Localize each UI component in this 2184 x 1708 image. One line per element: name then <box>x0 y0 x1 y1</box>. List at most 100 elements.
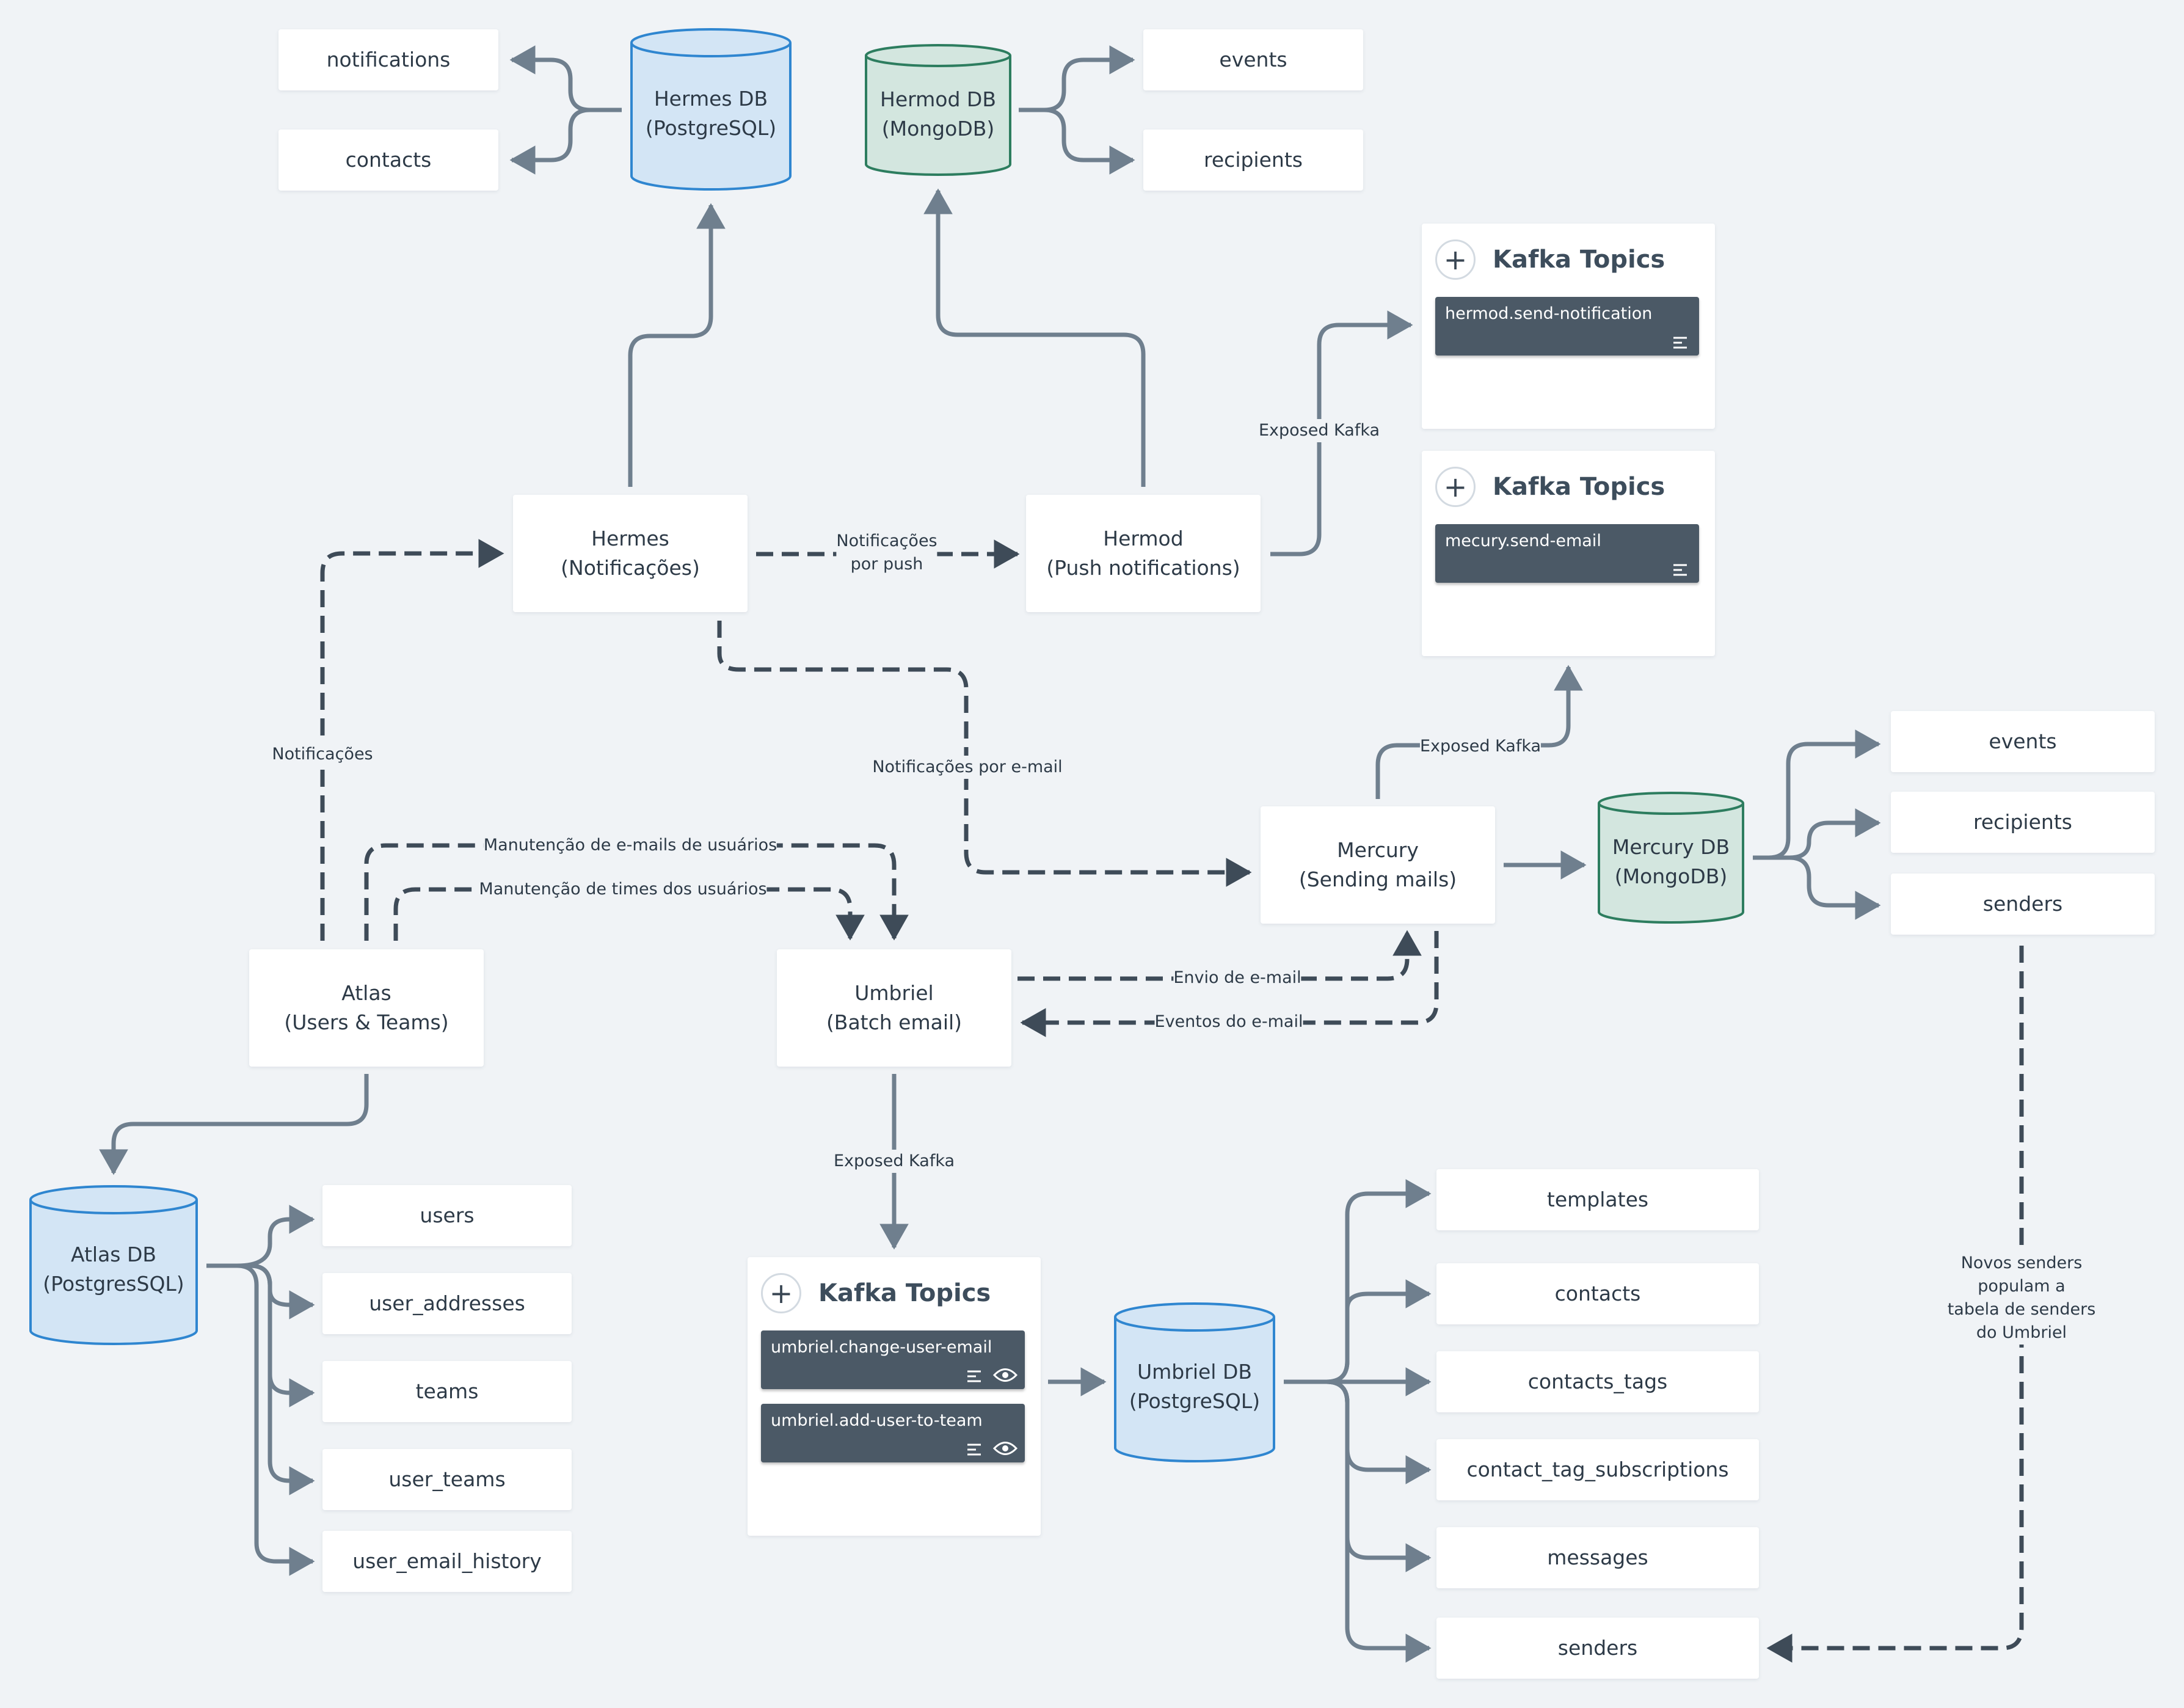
edge-umbriel-mercury-envio <box>1017 930 1422 981</box>
hermes-service-desc: (Notificações) <box>561 556 700 580</box>
edge-atlasdb-user_teams <box>206 1263 315 1495</box>
kafka-topic[interactable]: mecury.send-email <box>1435 524 1699 583</box>
table-umbriel-contacts_tags[interactable]: contacts_tags <box>1436 1351 1759 1412</box>
edge-umbrieldb-contacts <box>1284 1279 1432 1384</box>
table-umbriel-senders[interactable]: senders <box>1436 1618 1759 1679</box>
table-hermod-events[interactable]: events <box>1143 29 1363 90</box>
edge-label-manutencao-emails: Manutenção de e-mails de usuários <box>483 834 777 857</box>
mercury-service-name: Mercury <box>1337 838 1419 862</box>
table-hermes-contacts[interactable]: contacts <box>278 130 498 191</box>
table-hermes-notifications[interactable]: notifications <box>278 29 498 90</box>
edge-atlasdb-user_email_history <box>206 1263 315 1576</box>
kafka-panel-hermod[interactable]: + Kafka Topics hermod.send-notification <box>1422 224 1715 429</box>
table-hermod-recipients[interactable]: recipients <box>1143 130 1363 191</box>
edge-label-eventos-email: Eventos do e-mail <box>1154 1010 1303 1034</box>
eye-icon[interactable] <box>992 1440 1018 1456</box>
kafka-topic[interactable]: umbriel.change-user-email <box>761 1330 1025 1389</box>
edge-label-envio-email: Envio de e-mail <box>1173 966 1301 990</box>
edge-hermes-mercury <box>717 621 1252 887</box>
edge-atlas-umbriel-emails <box>364 843 909 941</box>
database-name: Mercury DB <box>1612 835 1730 859</box>
hermod-service-name: Hermod <box>1103 527 1184 550</box>
table-atlas-user_email_history[interactable]: user_email_history <box>322 1531 572 1592</box>
hermes-service-name: Hermes <box>591 527 669 550</box>
edge-mercurydb-events <box>1753 729 1881 860</box>
atlas-service-name: Atlas <box>341 981 391 1005</box>
plus-icon[interactable]: + <box>761 1273 801 1313</box>
kafka-topic-name: umbriel.change-user-email <box>771 1338 992 1357</box>
edge-hermod-hermoddb <box>923 188 1146 487</box>
lines-icon[interactable] <box>966 1442 982 1456</box>
edge-umbrieldb-contact_tag_subscriptions <box>1284 1379 1432 1484</box>
edge-atlasdb-users <box>206 1205 315 1268</box>
hermod-db[interactable]: Hermod DB(MongoDB) <box>865 44 1011 176</box>
database-cylinder-icon <box>29 1185 198 1345</box>
edge-hermesdb-notifications <box>509 45 622 112</box>
plus-icon[interactable]: + <box>1435 239 1476 280</box>
atlas-service[interactable]: Atlas (Users & Teams) <box>249 949 484 1067</box>
edge-label-notificacoes-email: Notificações por e-mail <box>872 756 1063 779</box>
mercury-db[interactable]: Mercury DB (MongoDB) <box>1598 792 1744 924</box>
edge-label-exposed-kafka-umbriel: Exposed Kafka <box>833 1150 955 1173</box>
table-atlas-user_teams[interactable]: user_teams <box>322 1449 572 1510</box>
table-umbriel-contact_tag_subscriptions[interactable]: contact_tag_subscriptions <box>1436 1439 1759 1500</box>
database-label: Hermod DB(MongoDB) <box>865 44 1011 176</box>
table-atlas-teams[interactable]: teams <box>322 1361 572 1422</box>
kafka-topic[interactable]: umbriel.add-user-to-team <box>761 1404 1025 1462</box>
edge-atlasdb-teams <box>206 1263 315 1407</box>
table-umbriel-contacts[interactable]: contacts <box>1436 1263 1759 1324</box>
edge-hermoddb-recipients <box>1019 108 1135 175</box>
lines-icon[interactable] <box>1672 335 1688 349</box>
umbriel-service[interactable]: Umbriel(Batch email) <box>777 949 1011 1067</box>
database-label: Hermes DB (PostgreSQL) <box>630 28 792 191</box>
edge-hermesdb-contacts <box>509 108 622 175</box>
hermes-service[interactable]: Hermes (Notificações) <box>513 495 748 612</box>
table-atlas-user_addresses[interactable]: user_addresses <box>322 1273 572 1334</box>
kafka-panel-umbriel[interactable]: + Kafka Topics umbriel.change-user-email… <box>748 1257 1041 1536</box>
table-mercury-events[interactable]: events <box>1891 711 2155 772</box>
edge-senders-sync <box>1766 946 2024 1663</box>
kafka-panel-title: Kafka Topics <box>818 1279 991 1307</box>
kafka-topic[interactable]: hermod.send-notification <box>1435 297 1699 356</box>
database-engine: (PostgreSQL) <box>645 116 777 140</box>
hermod-service[interactable]: Hermod (Push notifications) <box>1026 495 1261 612</box>
database-engine: (MongoDB) <box>1614 864 1728 888</box>
mercury-service[interactable]: Mercury (Sending mails) <box>1261 806 1495 924</box>
edge-label-manutencao-times: Manutenção de times dos usuários <box>479 878 767 901</box>
hermod-service-desc: (Push notifications) <box>1046 556 1240 580</box>
mercury-service-desc: (Sending mails) <box>1298 867 1457 891</box>
edge-hermes-hermesdb <box>628 203 726 487</box>
database-cylinder-icon <box>1114 1302 1275 1462</box>
plus-icon[interactable]: + <box>1435 467 1476 507</box>
edge-atlas-hermes <box>320 539 504 941</box>
atlas-service-desc: (Users & Teams) <box>284 1010 449 1034</box>
kafka-panel-title: Kafka Topics <box>1493 246 1665 274</box>
umbriel-service-name: Umbriel <box>854 981 934 1005</box>
eye-icon[interactable] <box>992 1367 1018 1383</box>
edge-mercury-kafka <box>1375 665 1583 799</box>
edge-umbrieldb-templates <box>1284 1179 1432 1384</box>
kafka-topic-name: hermod.send-notification <box>1445 304 1653 323</box>
hermes-db[interactable]: Hermes DB (PostgreSQL) <box>630 28 792 191</box>
edge-atlasdb-user_addresses <box>206 1263 315 1319</box>
edge-label-exposed-kafka-mercury: Exposed Kafka <box>1419 735 1542 758</box>
lines-icon[interactable] <box>1672 562 1688 576</box>
edge-mercury-umbriel-eventos <box>1020 931 1439 1037</box>
atlas-db[interactable]: Atlas DB(PostgresSQL) <box>29 1185 198 1345</box>
database-name: Hermes DB <box>653 87 768 111</box>
database-engine: (MongoDB) <box>881 117 995 141</box>
database-name: Umbriel DB <box>1137 1360 1252 1384</box>
table-atlas-users[interactable]: users <box>322 1185 572 1246</box>
lines-icon[interactable] <box>966 1368 982 1382</box>
table-mercury-recipients[interactable]: recipients <box>1891 792 2155 853</box>
database-cylinder-icon <box>630 28 792 191</box>
database-label: Atlas DB(PostgresSQL) <box>29 1185 198 1345</box>
table-umbriel-templates[interactable]: templates <box>1436 1169 1759 1230</box>
umbriel-db[interactable]: Umbriel DB(PostgreSQL) <box>1114 1302 1275 1462</box>
database-cylinder-icon <box>865 44 1011 176</box>
table-mercury-senders[interactable]: senders <box>1891 874 2155 935</box>
kafka-panel-mercury[interactable]: + Kafka Topics mecury.send-email <box>1422 451 1715 656</box>
table-umbriel-messages[interactable]: messages <box>1436 1527 1759 1588</box>
database-label: Mercury DB (MongoDB) <box>1598 792 1744 924</box>
